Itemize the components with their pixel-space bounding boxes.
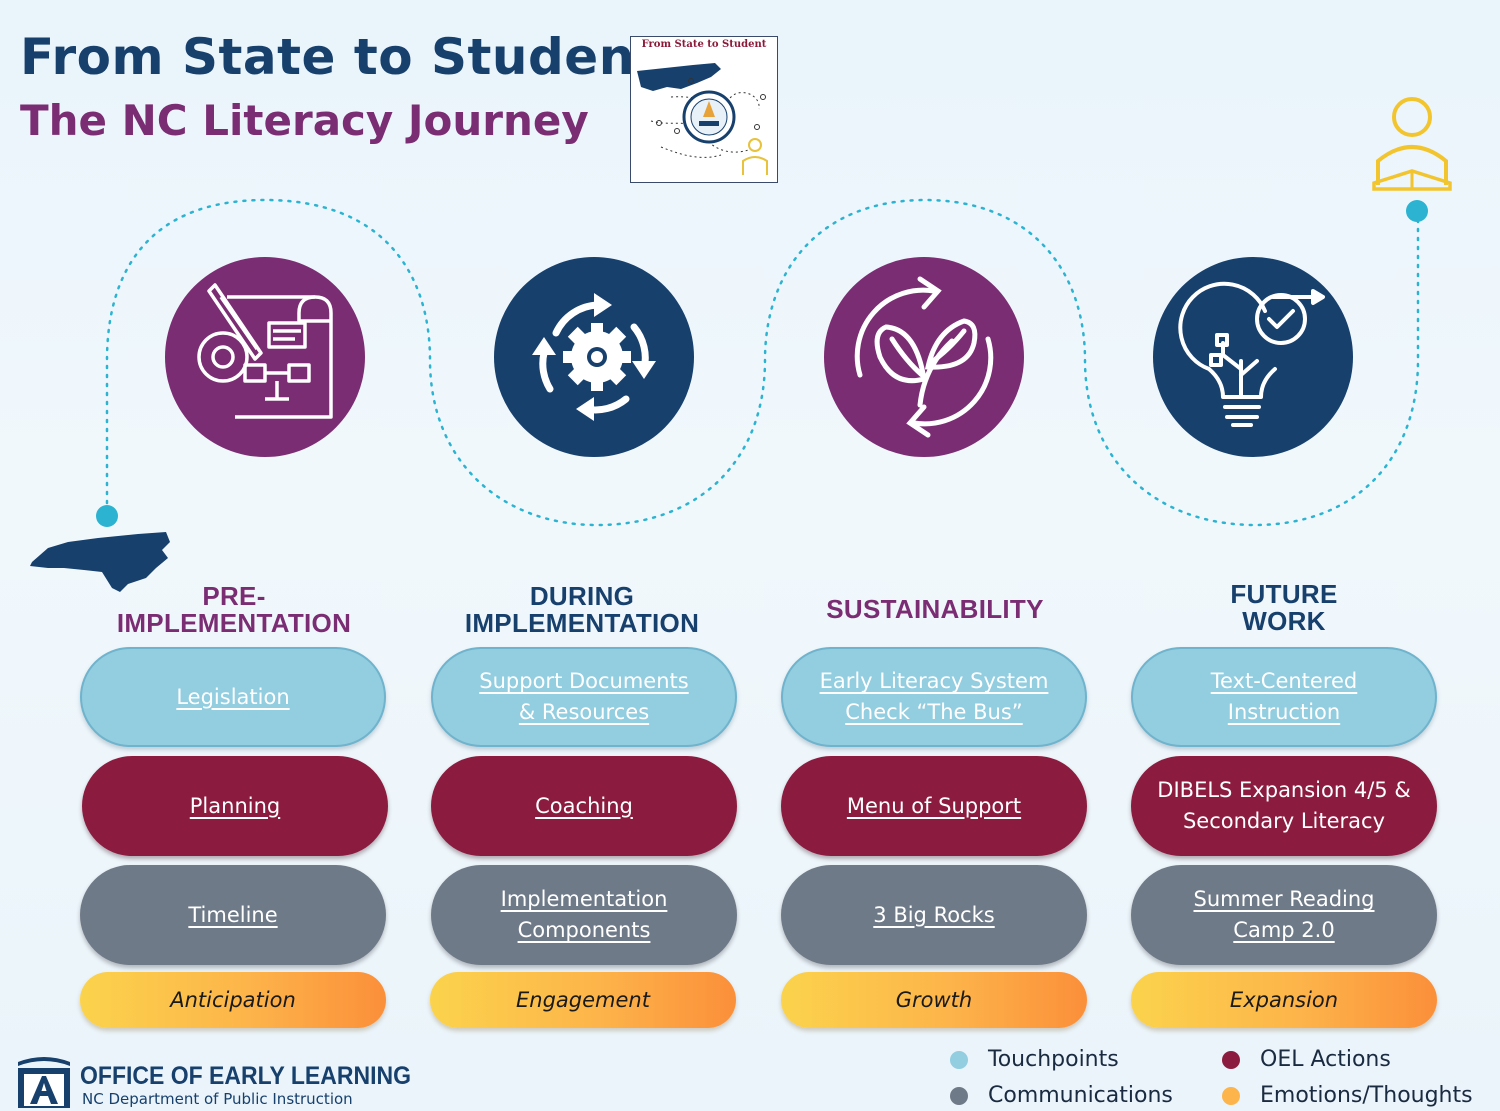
emotion-anticipation: Anticipation bbox=[80, 972, 386, 1028]
footer-org-name: OFFICE OF EARLY LEARNING bbox=[80, 1062, 411, 1090]
legend-emotions-swatch bbox=[1222, 1086, 1240, 1105]
thumbnail-illustration bbox=[637, 63, 768, 175]
legend-oel-actions: OEL Actions bbox=[1222, 1047, 1391, 1072]
legend-touchpoints-swatch bbox=[950, 1050, 968, 1069]
oel-action-menu-of-support-link[interactable]: Menu of Support bbox=[781, 756, 1087, 856]
communication-3-big-rocks-link[interactable]: 3 Big Rocks bbox=[781, 865, 1087, 965]
stage-heading-future-work: FUTURE WORK bbox=[1230, 579, 1338, 636]
gear-cycle-icon bbox=[494, 257, 694, 457]
student-reading-icon bbox=[1372, 97, 1452, 191]
stage-heading-during-implementation: DURING IMPLEMENTATION bbox=[464, 581, 700, 638]
legend-communications: Communications bbox=[950, 1083, 1173, 1108]
path-end-dot bbox=[1406, 200, 1428, 222]
lightbulb-clock-icon bbox=[1153, 257, 1353, 457]
communication-timeline-link[interactable]: Timeline bbox=[80, 865, 386, 965]
page-title: From State to Student bbox=[20, 28, 660, 86]
blueprint-gear-icon bbox=[165, 257, 365, 457]
emotion-expansion: Expansion bbox=[1131, 972, 1437, 1028]
touchpoint-legislation-link[interactable]: Legislation bbox=[80, 647, 386, 747]
path-start-dot bbox=[96, 505, 118, 527]
page-subtitle: The NC Literacy Journey bbox=[20, 96, 589, 145]
legend-touchpoints: Touchpoints bbox=[950, 1047, 1119, 1072]
legend-communications-swatch bbox=[950, 1086, 968, 1105]
journey-thumbnail: From State to Student bbox=[630, 36, 778, 183]
legend-oel-actions-swatch bbox=[1222, 1050, 1240, 1069]
oel-action-planning-link[interactable]: Planning bbox=[82, 756, 388, 856]
touchpoint-support-documents-link[interactable]: Support Documents& Resources bbox=[431, 647, 737, 747]
thumbnail-title: From State to Student bbox=[641, 39, 767, 50]
office-of-early-learning-logo bbox=[18, 1057, 70, 1108]
stage-heading-pre-implementation: PRE- IMPLEMENTATION bbox=[116, 581, 352, 638]
emotion-engagement: Engagement bbox=[430, 972, 736, 1028]
leaf-cycle-icon bbox=[824, 257, 1024, 457]
footer-department: NC Department of Public Instruction bbox=[82, 1090, 353, 1108]
stage-heading-sustainability: SUSTAINABILITY bbox=[826, 594, 1044, 624]
oel-action-coaching-link[interactable]: Coaching bbox=[431, 756, 737, 856]
emotion-growth: Growth bbox=[781, 972, 1087, 1028]
north-carolina-map-icon bbox=[30, 532, 170, 592]
oel-action-dibels-expansion: DIBELS Expansion 4/5 &Secondary Literacy bbox=[1131, 756, 1437, 856]
legend-emotions-thoughts: Emotions/Thoughts bbox=[1222, 1083, 1473, 1108]
